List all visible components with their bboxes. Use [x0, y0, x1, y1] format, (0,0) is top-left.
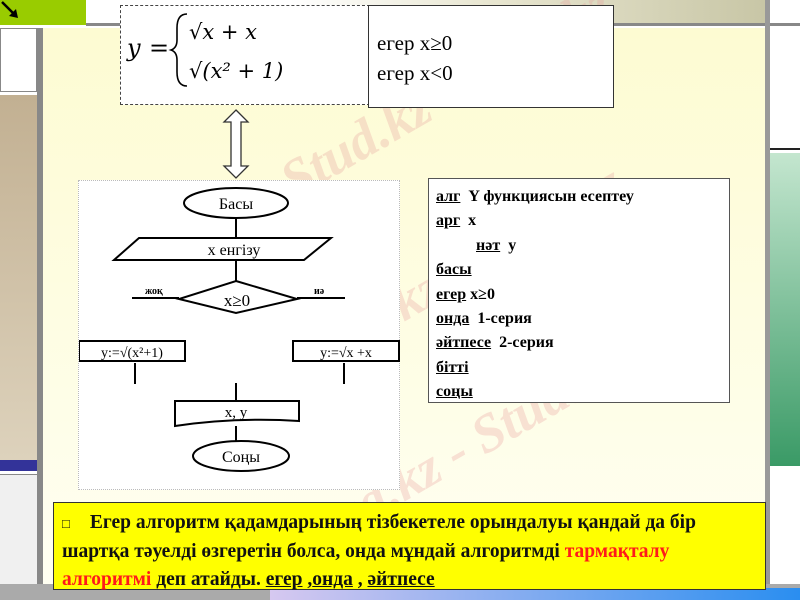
keyword-else: әйтпесе	[367, 569, 435, 590]
formula-case-2: √(x² + 1)	[189, 59, 283, 83]
algorithm-box: алг Y функциясын есептеу арг x нәт y бас…	[428, 178, 730, 403]
bottom-blue-strip	[270, 588, 800, 600]
flowchart-diagram: Басы x енгізу x≥0 жоқ иә y:=√(x²+1) y:=√…	[78, 187, 400, 472]
formula-lhs: y	[126, 34, 141, 62]
algo-line: алг Y функциясын есептеу	[436, 188, 634, 205]
right-green-bar	[770, 153, 800, 466]
left-white-block	[0, 28, 37, 92]
algo-line: онда 1-серия	[436, 310, 532, 328]
end-label: Соңы	[222, 449, 260, 466]
input-label: x енгізу	[208, 242, 261, 259]
algo-line: соңы	[436, 383, 473, 401]
right-vertical-rule	[765, 0, 770, 590]
definition-highlight: тармақталу алгоритмі	[62, 541, 670, 590]
definition-box: □Егер алгоритм қадамдарының тізбекетеле …	[53, 502, 766, 590]
right-white-block	[770, 28, 800, 150]
arrow-icon	[1, 1, 18, 18]
left-vertical-rule	[37, 28, 43, 600]
left-grey-bottom	[0, 474, 37, 600]
condition-2: егер x<0	[377, 61, 453, 85]
algo-line: басы	[436, 261, 472, 279]
decision-diamond	[175, 279, 301, 315]
input-parallelogram	[111, 237, 334, 261]
algo-line: арг x	[436, 212, 477, 230]
output-label: x, y	[225, 405, 248, 421]
output-box	[174, 400, 300, 428]
svg-text:=: =	[149, 34, 169, 62]
bullet-icon: □	[62, 516, 70, 531]
no-label: жоқ	[145, 286, 163, 297]
algo-line: нәт y	[476, 236, 517, 254]
conditions-box: егер x≥0 егер x<0	[368, 5, 614, 108]
definition-text: Егер алгоритм қадамдарының тізбекетеле о…	[62, 512, 696, 562]
algo-line: бітті	[436, 358, 469, 376]
start-label: Басы	[219, 196, 253, 213]
left-assign-label: y:=√(x²+1)	[101, 346, 163, 361]
left-assign-box	[78, 340, 186, 362]
flowchart: Басы x енгізу x≥0 жоқ иә y:=√(x²+1) y:=√…	[78, 180, 400, 490]
yes-label: иә	[314, 286, 325, 297]
formula-box: y = √x + x √(x² + 1)	[120, 5, 370, 105]
piecewise-formula: y = √x + x √(x² + 1)	[126, 13, 283, 87]
keyword-if: егер	[265, 569, 303, 590]
algo-line: егер x≥0	[436, 285, 495, 303]
formula-case-1: √x + x	[189, 20, 257, 44]
condition-1: егер x≥0	[377, 31, 453, 55]
right-assign-label: y:=√x +x	[320, 346, 372, 361]
left-tan-bar	[0, 95, 37, 460]
definition-text-end: деп атайды.	[156, 569, 261, 590]
double-arrow-icon	[222, 109, 250, 179]
right-assign-box	[292, 340, 400, 362]
left-blue-strip	[0, 460, 37, 471]
decision-label: x≥0	[224, 291, 250, 310]
end-terminal	[192, 440, 290, 472]
algo-line: әйтпесе 2-серия	[436, 334, 554, 352]
keyword-then: онда	[312, 569, 353, 590]
